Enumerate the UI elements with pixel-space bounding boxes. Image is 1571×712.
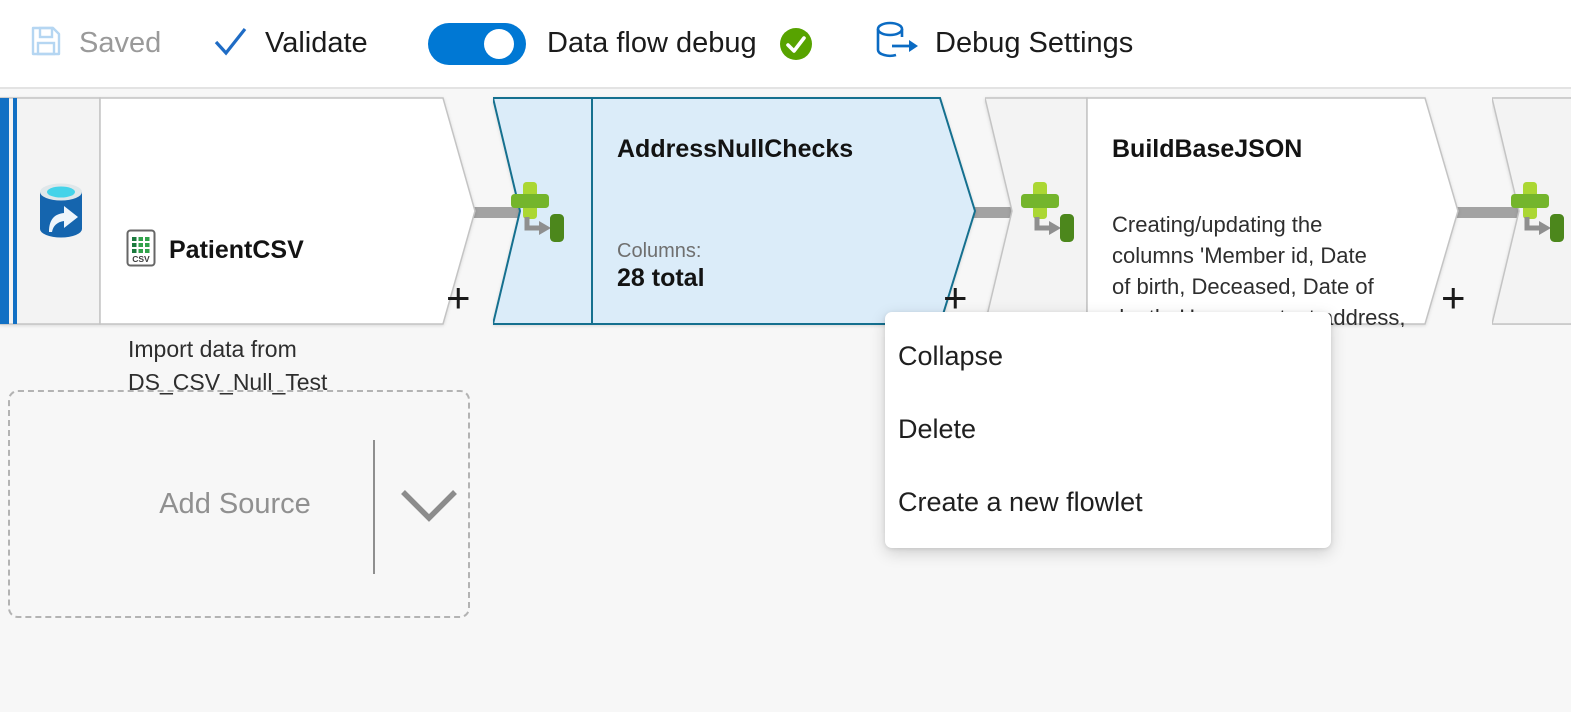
data-flow-debug-group: Data flow debug [428,0,812,87]
save-status-label: Saved [79,27,162,59]
debug-settings-button[interactable]: Debug Settings [874,0,1133,87]
svg-text:CSV: CSV [132,254,150,264]
validate-label: Validate [265,27,368,59]
chevron-down-icon[interactable] [398,484,460,531]
add-transformation-button[interactable]: + [943,274,968,321]
derived-column-icon [1510,181,1564,248]
debug-settings-label: Debug Settings [935,27,1134,59]
node-buildbasejson[interactable]: BuildBaseJSON Creating/updating the colu… [985,97,1466,327]
debug-settings-icon [874,19,920,68]
node-addressnullchecks[interactable]: AddressNullChecks Columns: 28 total + [493,97,976,325]
add-transformation-button[interactable]: + [1441,274,1466,321]
menu-item-delete[interactable]: Delete [898,414,977,444]
context-menu: Collapse Delete Create a new flowlet [885,312,1331,548]
toggle-knob [484,28,514,59]
connector-derived-to-next [1440,207,1525,218]
connector-selected-to-derived [950,207,1020,218]
source-dataset-icon [36,180,86,247]
save-button[interactable]: Saved [28,0,161,87]
validate-check-icon [212,24,250,63]
menu-item-collapse[interactable]: Collapse [898,341,1004,371]
connector-source-to-selected [455,207,525,218]
node-title: BuildBaseJSON [1112,135,1303,163]
node-title: PatientCSV [169,236,304,264]
add-source-divider [373,440,375,574]
node-description: Creating/updating the columns 'Member id… [1112,212,1406,327]
derived-column-icon [1020,181,1074,248]
node-title: AddressNullChecks [617,135,854,163]
toolbar: Saved Validate Data flow debug [0,0,1571,89]
columns-value: 28 total [617,264,705,292]
csv-file-icon: CSV [126,229,156,272]
data-flow-debug-toggle[interactable] [428,22,526,65]
node-patientcsv[interactable]: CSV PatientCSV Import data from DS_CSV_N… [0,97,476,395]
derived-column-icon [510,181,564,248]
node-next-partial[interactable] [1492,97,1571,325]
add-transformation-button[interactable]: + [446,274,471,321]
debug-ready-icon [779,27,812,60]
add-source-button[interactable]: Add Source [8,390,470,618]
save-icon [28,23,64,64]
add-source-label: Add Source [159,488,311,520]
menu-item-create-flowlet[interactable]: Create a new flowlet [898,487,1143,517]
columns-label: Columns: [617,240,702,262]
node-description: Import data from DS_CSV_Null_Test [128,336,328,395]
data-flow-debug-label: Data flow debug [547,27,757,59]
validate-button[interactable]: Validate [212,0,368,87]
